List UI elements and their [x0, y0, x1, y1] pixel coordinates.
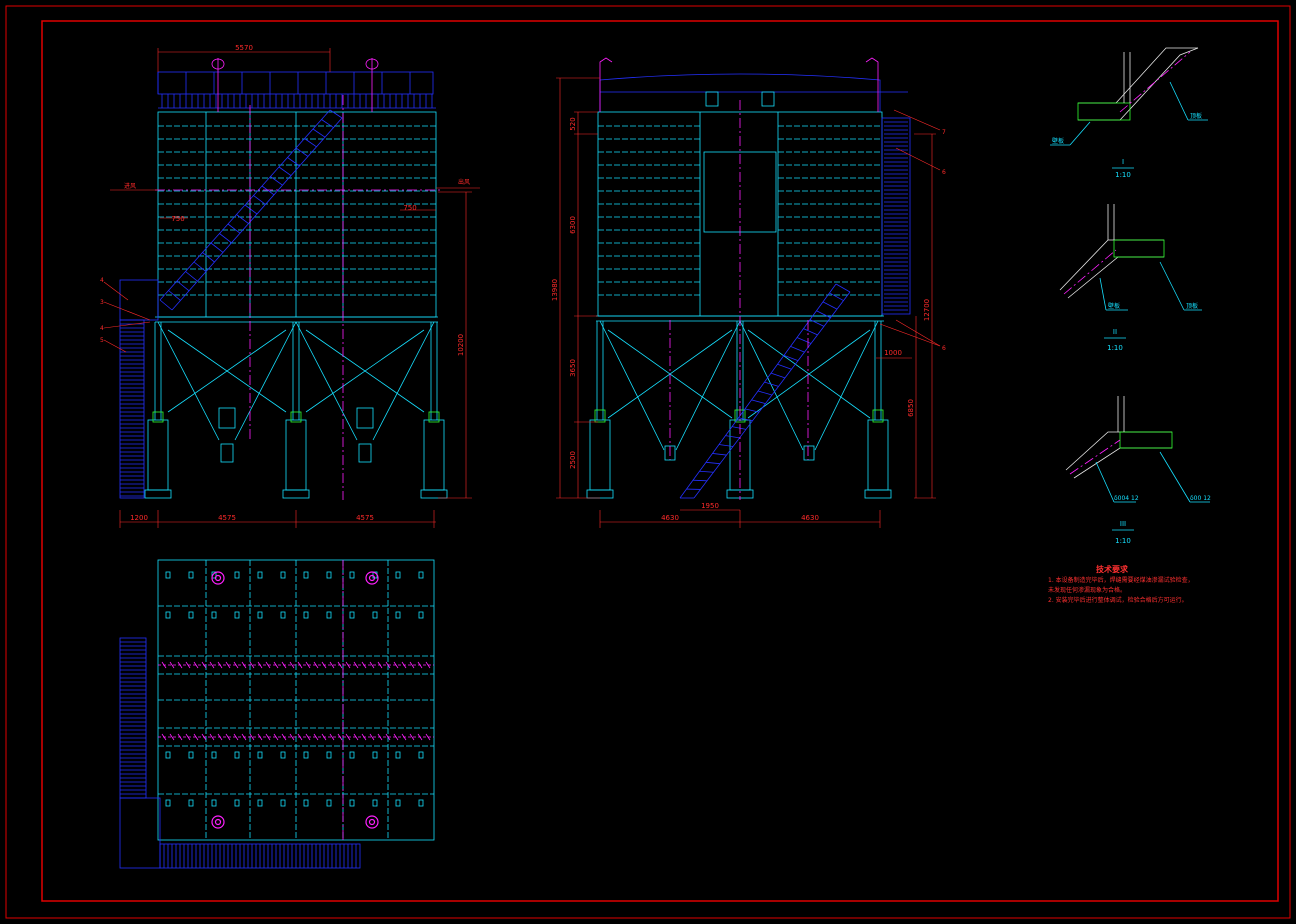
front-callout-1: 4: [100, 277, 104, 284]
side-dim-lower: 2500: [569, 451, 577, 469]
detail-1-graphic: [1050, 47, 1208, 169]
side-dim-upper: 6300: [569, 216, 577, 234]
side-dim-top: 520: [569, 117, 577, 130]
front-dimensions: [110, 48, 480, 528]
side-callout-1: 7: [942, 129, 946, 136]
detail-3-scale: 1:10: [1115, 537, 1131, 545]
technical-note-line-2: 未发现任何渗漏现象为合格。: [1048, 586, 1126, 594]
side-callout-3: 6: [942, 345, 946, 352]
front-dim-bottom-mid2: 4575: [356, 514, 374, 522]
side-dim-total: 13980: [551, 279, 559, 301]
front-dim-bottom-left: 1200: [130, 514, 148, 522]
inner-frame: [41, 20, 1279, 902]
front-dim-height: 10200: [457, 334, 465, 356]
front-callout-4: 5: [100, 337, 104, 344]
front-dim-side-right: 750: [403, 204, 416, 212]
detail-sections: [1050, 47, 1210, 531]
side-dim-bottom-left: 4630: [661, 514, 679, 522]
detail-2-graphic: [1059, 204, 1202, 339]
front-dim-side-left: 750: [171, 215, 184, 223]
front-dim-top-width: 5570: [235, 44, 253, 52]
detail-2-left-label: 壁板: [1108, 302, 1120, 310]
detail-2-right-label: 顶板: [1186, 302, 1198, 310]
front-callout-3: 4: [100, 325, 104, 332]
plan-view: [119, 559, 435, 869]
side-dim-ladder: 1950: [701, 502, 719, 510]
detail-3-title: III: [1120, 520, 1126, 528]
detail-1-right-label: 顶板: [1190, 112, 1202, 120]
front-label-inlet: 进风: [124, 182, 136, 190]
detail-1-scale: 1:10: [1115, 171, 1131, 179]
side-dim-bottom-right: 4630: [801, 514, 819, 522]
side-dim-right-total: 12700: [923, 299, 931, 321]
detail-1-title: I: [1122, 158, 1124, 166]
side-callout-2: 6: [942, 169, 946, 176]
side-elevation-view: [586, 57, 911, 500]
detail-2-title: II: [1113, 328, 1117, 336]
front-label-outlet: 出风: [458, 178, 470, 186]
front-callout-2: 3: [100, 299, 104, 306]
outer-frame: [5, 5, 1291, 919]
technical-notes-title: 技术要求: [1096, 564, 1129, 574]
detail-3-graphic: [1065, 396, 1210, 531]
technical-note-line-1: 1. 本设备制造完毕后，焊缝需要经煤油渗漏试验检查，: [1048, 576, 1194, 584]
detail-2-scale: 1:10: [1107, 344, 1123, 352]
detail-3-left-label: δ004 12: [1114, 495, 1139, 502]
side-dim-middle: 3650: [569, 359, 577, 377]
side-dimensions: [556, 77, 936, 528]
side-dim-offset: 1000: [884, 349, 902, 357]
front-elevation-view: [119, 58, 448, 500]
side-callouts: [879, 109, 941, 347]
technical-note-line-3: 2. 安装完毕后进行整体调试，检验合格后方可运行。: [1048, 596, 1188, 604]
detail-3-right-label: δ00 12: [1190, 495, 1211, 502]
detail-1-left-label: 壁板: [1052, 137, 1064, 145]
front-callouts: [103, 281, 151, 353]
side-dim-right-lower: 6850: [907, 399, 915, 417]
front-dim-bottom-mid1: 4575: [218, 514, 236, 522]
